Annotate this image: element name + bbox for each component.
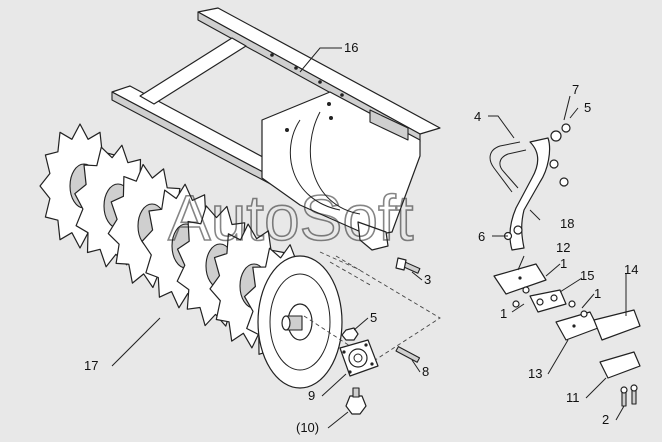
callout-15: 15 [580, 268, 594, 283]
callout-7: 7 [572, 82, 579, 97]
callout-14: 14 [624, 262, 638, 277]
bolt [395, 257, 421, 274]
callout-9: 9 [308, 388, 315, 403]
nut [341, 327, 359, 341]
callout-1a: 1 [560, 256, 567, 271]
callout-1b: 1 [594, 286, 601, 301]
callout-10: (10) [296, 420, 319, 435]
callout-8: 8 [422, 364, 429, 379]
callout-1c: 1 [500, 306, 507, 321]
frame-assembly [111, 7, 441, 251]
grease-nipple [345, 387, 367, 415]
callout-12: 12 [556, 240, 570, 255]
callout-17: 17 [84, 358, 98, 373]
callout-3: 3 [424, 272, 431, 287]
callout-6: 6 [478, 229, 485, 244]
callout-5a: 5 [584, 100, 591, 115]
callout-2: 2 [602, 412, 609, 427]
callout-16: 16 [344, 40, 358, 55]
callout-18: 18 [560, 216, 574, 231]
roller-end-disc [257, 255, 343, 389]
callout-4: 4 [474, 109, 481, 124]
callout-11: 11 [566, 390, 580, 405]
callout-13: 13 [528, 366, 542, 381]
callout-leaders [111, 47, 627, 429]
pin [395, 346, 421, 363]
callout-labels: 16 4 7 5 18 6 12 1 15 1 1 14 3 5 17 9 8 … [84, 40, 638, 435]
scraper-arm-assembly [489, 123, 641, 407]
watermark-text: AutoSoft [168, 182, 414, 254]
bearing-flange [339, 339, 379, 377]
callout-5b: 5 [370, 310, 377, 325]
